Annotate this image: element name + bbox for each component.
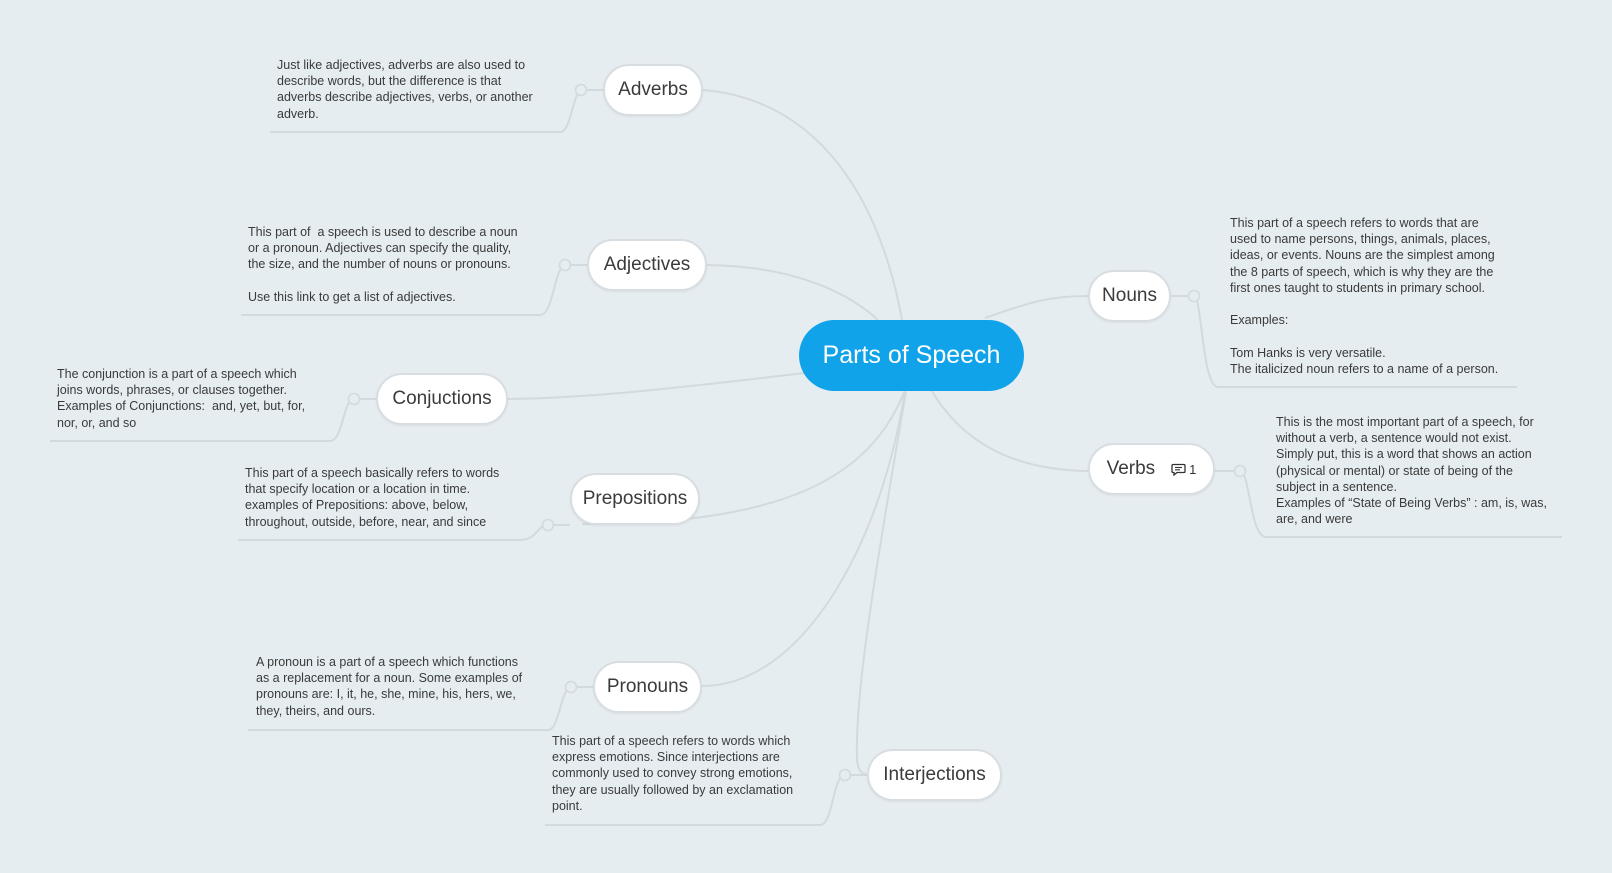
- comment-count: 1: [1189, 461, 1197, 477]
- link-interjections: [855, 391, 907, 775]
- note-verbs: This is the most important part of a spe…: [1276, 415, 1547, 527]
- link-verbs: [929, 387, 1089, 472]
- topic-adverbs[interactable]: Adverbs: [603, 64, 703, 116]
- link-adjectives: [706, 264, 879, 321]
- comment-badge[interactable]: 1: [1171, 462, 1196, 477]
- collapse-handle-adjectives: [558, 258, 572, 272]
- note-interjections: This part of a speech refers to words wh…: [552, 734, 794, 813]
- link-adverbs: [702, 89, 903, 321]
- topic-verbs[interactable]: Verbs 1: [1088, 443, 1215, 495]
- collapse-handle-interjections: [838, 768, 852, 782]
- note-prepositions: This part of a speech basically refers t…: [245, 466, 500, 529]
- topic-interjections[interactable]: Interjections: [867, 749, 1002, 801]
- collapse-handle-verbs: [1233, 464, 1247, 478]
- topic-conjunctions[interactable]: Conjuctions: [376, 373, 508, 425]
- central-topic-parts-of-speech[interactable]: Parts of Speech: [799, 320, 1024, 391]
- note-nouns: This part of a speech refers to words th…: [1230, 216, 1499, 376]
- note-adjectives: This part of a speech is used to describ…: [248, 225, 518, 304]
- topic-verbs-label: Verbs: [1106, 458, 1156, 479]
- collapse-handle-nouns: [1187, 289, 1201, 303]
- topic-nouns[interactable]: Nouns: [1088, 270, 1171, 322]
- link-pronouns: [701, 390, 906, 687]
- collapse-handle-conjunctions: [347, 392, 361, 406]
- note-pronouns: A pronoun is a part of a speech which fu…: [256, 655, 523, 718]
- link-nouns: [984, 295, 1089, 319]
- collapse-handle-pronouns: [564, 680, 578, 694]
- comment-icon: [1171, 463, 1186, 476]
- link-conjunctions: [507, 372, 806, 400]
- collapse-handle-prepositions: [541, 518, 555, 532]
- collapse-handle-adverbs: [574, 83, 588, 97]
- topic-pronouns[interactable]: Pronouns: [593, 661, 702, 713]
- topic-adjectives[interactable]: Adjectives: [587, 239, 707, 291]
- topic-prepositions[interactable]: Prepositions: [570, 473, 700, 525]
- note-adverbs: Just like adjectives, adverbs are also u…: [277, 58, 533, 121]
- note-conjunctions: The conjunction is a part of a speech wh…: [57, 367, 306, 430]
